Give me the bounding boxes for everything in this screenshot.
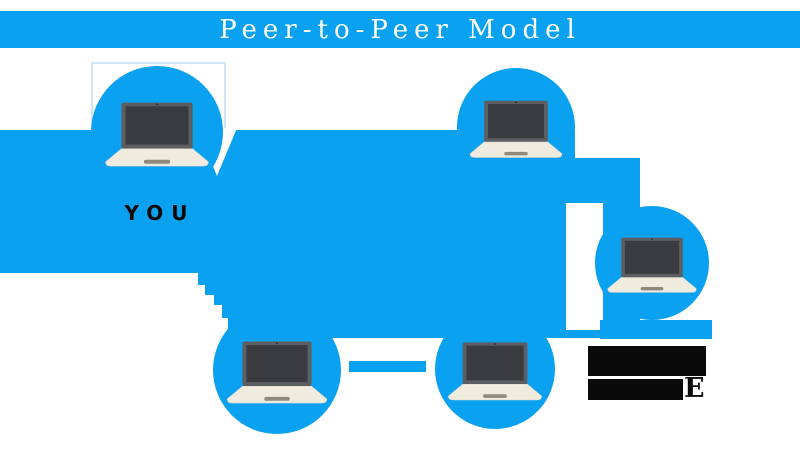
laptop-touchpad-slot (143, 159, 171, 164)
laptop-base (448, 383, 542, 401)
laptop-screen (487, 104, 545, 139)
peer-link-bar (349, 361, 426, 372)
bottom-right-label-bar (588, 379, 683, 400)
laptop-icon (226, 341, 328, 404)
peer-node-peer-bottom-left (213, 306, 341, 434)
laptop-base (105, 148, 209, 167)
laptop-screen (246, 345, 308, 383)
peer-node-you (91, 66, 223, 198)
laptop-base (469, 141, 563, 158)
laptop-camera-dot (515, 101, 517, 104)
laptop-camera-dot (494, 343, 496, 345)
bottom-right-label-line1 (588, 346, 706, 376)
peer-node-peer-top-right (457, 68, 575, 186)
title-banner: Peer-to-Peer Model (0, 11, 800, 48)
laptop-screen (466, 345, 524, 381)
laptop-touchpad-slot (504, 151, 528, 156)
nodes-layer (91, 66, 709, 434)
peer-node-peer-right (595, 206, 709, 320)
bottom-right-label-line2: E (588, 373, 706, 404)
laptop-base (226, 385, 328, 404)
bottom-right-label-legible-letter: E (684, 373, 705, 404)
laptop-camera-dot (276, 342, 278, 345)
laptop-camera-dot (156, 103, 158, 106)
peer-node-peer-bottom-right (435, 309, 555, 429)
laptop-touchpad-slot (264, 396, 290, 401)
laptop-camera-dot (651, 238, 653, 241)
laptop-touchpad-slot (640, 286, 664, 291)
laptop-icon (469, 100, 563, 158)
laptop-screen (125, 106, 189, 145)
you-node-label: YOU (124, 201, 196, 225)
laptop-screen (624, 240, 680, 274)
bottom-right-label: E (588, 346, 706, 404)
laptop-base (607, 277, 697, 293)
blob-strip (600, 320, 712, 339)
laptop-icon (448, 342, 542, 401)
laptop-icon (105, 102, 209, 167)
laptop-icon (607, 237, 697, 293)
page-title: Peer-to-Peer Model (219, 14, 581, 45)
laptop-touchpad-slot (483, 394, 507, 398)
